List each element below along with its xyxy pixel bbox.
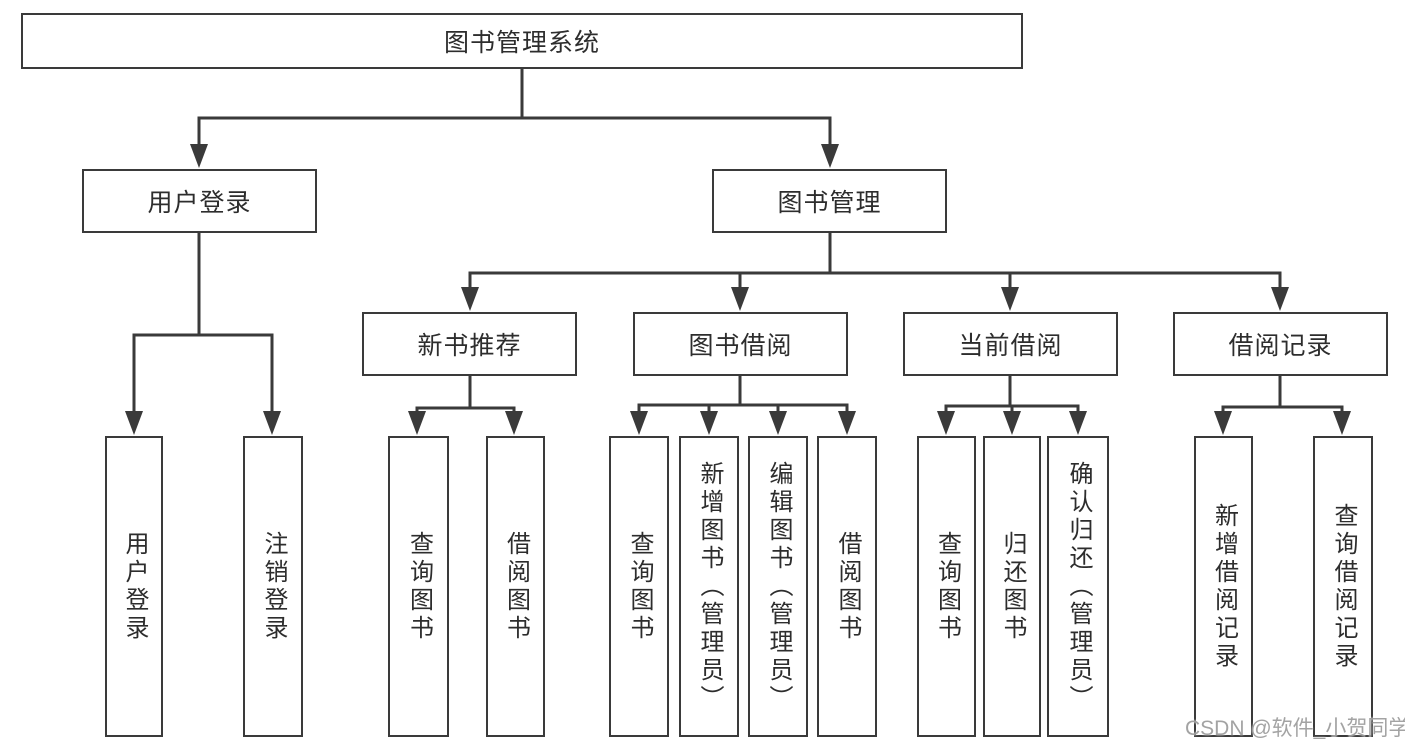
leaf-bb-add-books-admin: 新增图书（管理员） xyxy=(679,436,739,737)
leaf-nbr-query-books: 查询图书 xyxy=(388,436,449,737)
leaf-cb-confirm-return-admin: 确认归还（管理员） xyxy=(1047,436,1109,737)
node-label: 编辑图书（管理员） xyxy=(765,460,792,713)
leaf-cb-query-books: 查询图书 xyxy=(917,436,976,737)
node-label: 图书管理 xyxy=(777,189,882,217)
node-label: 新增图书（管理员） xyxy=(696,460,723,713)
watermark: CSDN @软件_小贺同学 xyxy=(1185,717,1405,740)
node-label: 查询图书 xyxy=(933,530,961,643)
leaf-cb-return-books: 归还图书 xyxy=(983,436,1041,737)
node-new-book-recommendation: 新书推荐 xyxy=(362,312,577,376)
node-label: 查询图书 xyxy=(626,530,653,643)
leaf-bb-edit-books-admin: 编辑图书（管理员） xyxy=(748,436,808,737)
node-book-borrowing: 图书借阅 xyxy=(633,312,848,376)
leaf-user-login: 用户登录 xyxy=(105,436,163,737)
node-label: 查询图书 xyxy=(405,530,433,643)
node-borrowing-records: 借阅记录 xyxy=(1173,312,1388,376)
leaf-br-query-borrow-record: 查询借阅记录 xyxy=(1313,436,1373,737)
node-label: 当前借阅 xyxy=(958,332,1063,360)
node-label: 归还图书 xyxy=(999,530,1026,643)
node-label: 新书推荐 xyxy=(417,332,522,360)
node-label: 用户登录 xyxy=(147,189,252,217)
node-label: 注销登录 xyxy=(260,530,287,643)
node-label: 确认归还（管理员） xyxy=(1065,460,1092,713)
node-library-management-system: 图书管理系统 xyxy=(21,13,1023,69)
node-label: 借阅图书 xyxy=(502,530,530,643)
node-book-management: 图书管理 xyxy=(712,169,947,233)
node-label: 用户登录 xyxy=(121,530,148,643)
leaf-br-add-borrow-record: 新增借阅记录 xyxy=(1194,436,1253,737)
node-current-borrowing: 当前借阅 xyxy=(903,312,1118,376)
leaf-bb-query-books: 查询图书 xyxy=(609,436,669,737)
leaf-bb-borrow-books: 借阅图书 xyxy=(817,436,877,737)
leaf-nbr-borrow-books: 借阅图书 xyxy=(486,436,545,737)
node-label: 查询借阅记录 xyxy=(1330,502,1357,671)
node-label: 借阅图书 xyxy=(834,530,861,643)
node-label: 图书借阅 xyxy=(688,332,793,360)
node-label: 图书管理系统 xyxy=(443,29,600,57)
node-user-login: 用户登录 xyxy=(82,169,317,233)
node-label: 借阅记录 xyxy=(1228,332,1333,360)
leaf-logout-login: 注销登录 xyxy=(243,436,303,737)
node-label: 新增借阅记录 xyxy=(1210,502,1238,671)
